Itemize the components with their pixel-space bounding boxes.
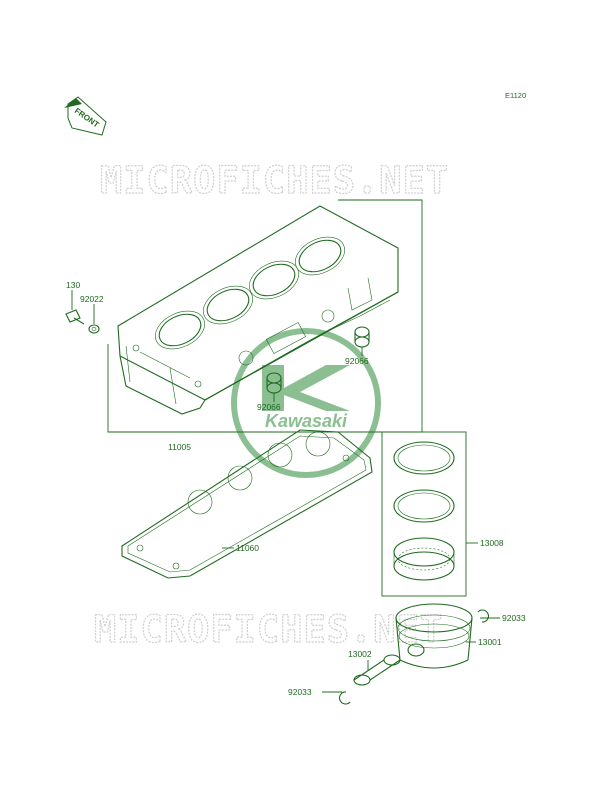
piston [395,603,473,669]
circlip-92033-lower [339,691,351,705]
cylinder-block [117,205,399,415]
circlip-92033-upper [477,609,489,623]
plug-92066-upper [354,326,370,348]
washer-92022 [88,324,100,334]
callout-130: 130 [66,280,80,290]
leader-lines [71,290,500,693]
callout-92066-lower: 92066 [257,402,281,412]
bolt-130 [65,309,85,325]
callout-13002: 13002 [348,649,372,659]
logo-text: Kawasaki [265,411,348,431]
ring-set-box [381,431,467,597]
piston-pin [353,654,401,686]
callout-92066-upper: 92066 [345,356,369,366]
diagram-code: E1120 [505,91,526,100]
piston-rings [393,441,455,581]
front-arrow-icon: FRONT [64,96,107,136]
callout-13001: 13001 [478,637,502,647]
callout-11005: 11005 [168,442,191,452]
callout-92022: 92022 [80,294,104,304]
callout-92033-lower: 92033 [288,687,312,697]
callout-92033-upper: 92033 [502,613,526,623]
watermark-bottom: MICROFICHES.NET [94,608,443,651]
watermark-top: MICROFICHES.NET [100,159,449,202]
kawasaki-logo: Kawasaki [231,328,381,478]
callout-11060: 11060 [236,543,259,553]
callout-13008: 13008 [480,538,504,548]
cylinder-gasket [121,429,373,579]
